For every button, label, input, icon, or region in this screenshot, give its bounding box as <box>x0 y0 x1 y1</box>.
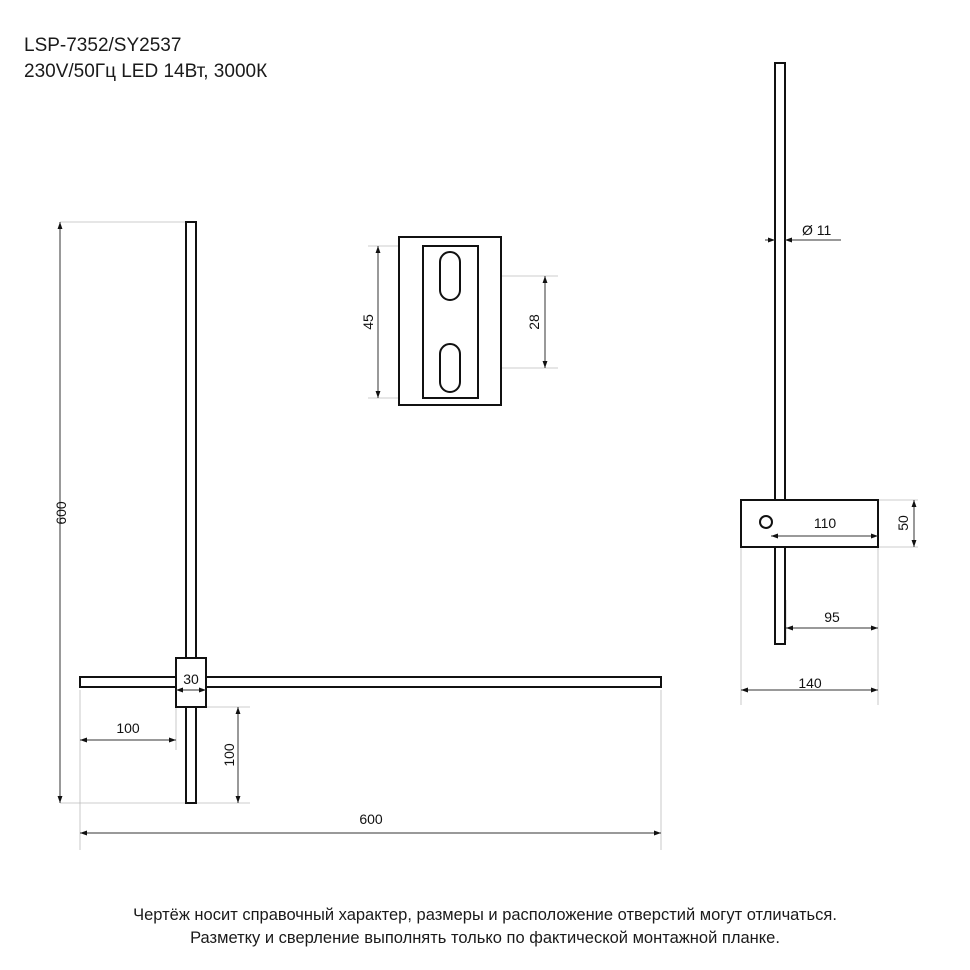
disclaimer-line-1: Чертёж носит справочный характер, размер… <box>133 906 837 924</box>
upper-slot-hole <box>439 251 461 301</box>
model-number: LSP-7352/SY2537 <box>24 35 182 56</box>
dim-box-height-label: 50 <box>895 515 911 531</box>
disclaimer-footer: Чертёж носит справочный характер, размер… <box>0 904 970 950</box>
vertical-bar <box>185 221 197 804</box>
side-view: Ø 11 110 50 95 140 <box>740 62 918 705</box>
dim-offset-label: 95 <box>824 609 840 625</box>
dim-front-width-label: 600 <box>359 811 383 827</box>
center-hub <box>175 657 207 708</box>
dim-diameter-label: Ø 11 <box>802 222 832 238</box>
dim-hub-label: 30 <box>183 671 199 687</box>
mount-screw-hole <box>759 515 773 529</box>
dim-depth-label: 140 <box>798 675 822 691</box>
horizontal-bar <box>79 676 662 688</box>
dim-front-height-label: 600 <box>53 501 69 525</box>
dim-lower-arm-label: 100 <box>221 743 237 767</box>
dim-plate-height-label: 45 <box>360 314 376 330</box>
electrical-specs: 230V/50Гц LED 14Вт, 3000К <box>24 61 268 82</box>
disclaimer-line-2: Разметку и сверление выполнять только по… <box>190 929 780 947</box>
lower-slot-hole <box>439 343 461 393</box>
dim-box-length-label: 110 <box>814 515 837 531</box>
side-bar <box>774 62 786 645</box>
mounting-plate-view: 45 28 <box>360 236 558 406</box>
title-block: LSP-7352/SY2537 230V/50Гц LED 14Вт, 3000… <box>24 33 267 85</box>
dim-left-arm-label: 100 <box>116 720 140 736</box>
dim-hole-spacing-label: 28 <box>526 314 542 330</box>
front-view: 600 600 100 100 30 <box>53 221 662 850</box>
